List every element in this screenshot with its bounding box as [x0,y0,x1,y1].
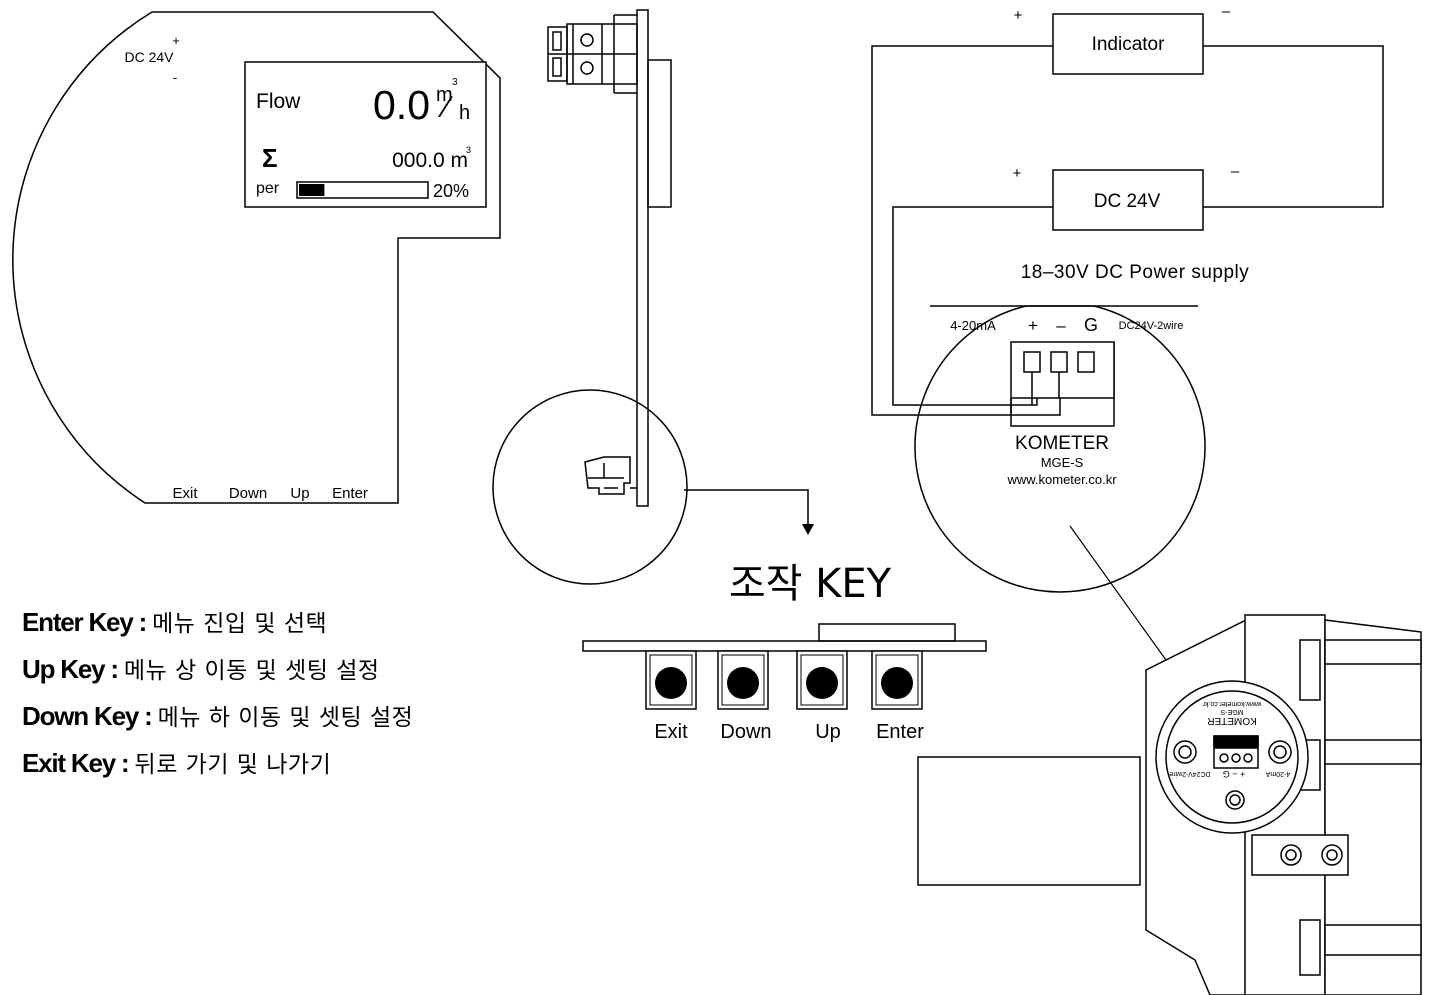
board-label-down: Down [229,485,267,502]
pointer-arrow-head [802,524,814,535]
device-plate-terminals: + − G [1223,769,1246,779]
supply-note: 18–30V DC Power supply [1021,262,1250,283]
board-label-exit: Exit [172,485,198,502]
key-name: Exit Key [22,748,116,778]
flow-unit-bottom: h [459,102,470,124]
percent-bar-track [296,181,429,199]
key-description-exit: Exit Key : 뒤로 가기 및 나가기 [22,749,582,796]
lcd-screen [244,61,487,208]
indicator-plus: + [1014,7,1023,24]
total-symbol: Σ [262,143,278,173]
magnifier-circle [492,389,688,585]
keys-lcd-module [818,623,956,642]
key-label-exit: Exit [654,721,688,743]
terminal-plate [914,305,1206,593]
key-name: Enter Key [22,607,134,637]
wire-indicator-supply [1203,45,1384,208]
board-side-view [492,9,809,585]
key-desc: 뒤로 가기 및 나가기 [134,752,332,778]
key-name: Down Key [22,701,139,731]
control-keys-board [582,623,987,652]
display-supply-label: DC 24V [124,49,174,65]
wiring-diagram [871,13,1384,593]
key-sep: : [138,701,158,731]
total-unit-sup: 3 [466,145,471,155]
board-label-enter: Enter [332,485,368,502]
tact-switch-exit[interactable] [645,650,697,710]
transmitter-device [917,614,1422,995]
device-arm [917,756,1141,886]
key-description-enter: Enter Key : 메뉴 진입 및 선택 [22,608,582,655]
flow-value: 0.0 [373,82,430,128]
side-lcd-module [647,59,672,208]
device-plate-signal: 4-20mA [1265,770,1290,777]
key-desc: 메뉴 상 이동 및 셋팅 설정 [123,658,380,684]
indicator-label: Indicator [1092,34,1166,55]
pointer-arrow-line [684,489,809,525]
percent-value: 20% [433,181,469,201]
wiring-labels: Indicator + – DC 24V + – 18–30V DC Power… [1013,3,1250,283]
tact-switch-enter[interactable] [871,650,923,710]
display-supply-minus: - [173,69,178,85]
key-label-up: Up [815,721,841,743]
terminal-plate-labels: 4-20mA + – G DC24V-2wire KOMETER MGE-S w… [950,315,1183,487]
plate-signal: 4-20mA [950,318,996,333]
display-board-outline [12,11,501,504]
key-name: Up Key [22,654,106,684]
key-description-down: Down Key : 메뉴 하 이동 및 셋팅 설정 [22,702,582,749]
display-supply-plus: + [172,33,180,48]
device-plate-brand: KOMETER [1207,715,1256,726]
key-label-down: Down [720,721,771,743]
device-plate-url: www.kometer.co.kr [1202,700,1262,707]
terminal-block [1010,341,1115,399]
tact-switch-labels: Exit Down Up Enter [654,721,924,743]
plate-minus: – [1056,316,1066,335]
supply-label: DC 24V [1094,191,1161,212]
control-keys-title: 조작 KEY [729,561,892,607]
indicator-minus: – [1222,3,1231,20]
plate-plus: + [1028,316,1038,335]
plate-url: www.kometer.co.kr [1006,472,1117,487]
key-label-enter: Enter [876,721,924,743]
key-desc: 메뉴 진입 및 선택 [152,611,328,637]
device-plate-labels: KOMETER MGE-S www.kometer.co.kr 4-20mA +… [1169,700,1290,779]
key-sep: : [115,748,135,778]
flow-unit-sup: 3 [452,77,458,88]
key-sep: : [104,654,124,684]
tact-switch-up[interactable] [796,650,848,710]
plate-ground: G [1084,315,1098,335]
display-board [12,11,501,504]
tact-switch-down[interactable] [717,650,769,710]
keys-pcb [582,640,987,652]
side-pcb [636,9,649,507]
total-value: 000.0 m [392,149,468,172]
indicator-box [1052,13,1204,75]
board-label-up: Up [290,485,309,502]
plate-brand: KOMETER [1015,433,1109,454]
flow-unit-top: m [436,84,453,106]
percent-label: per [256,180,280,197]
key-descriptions: Enter Key : 메뉴 진입 및 선택 Up Key : 메뉴 상 이동 … [22,608,582,796]
key-description-up: Up Key : 메뉴 상 이동 및 셋팅 설정 [22,655,582,702]
percent-bar-fill [299,184,325,196]
key-desc: 메뉴 하 이동 및 셋팅 설정 [157,705,414,731]
supply-plus: + [1013,165,1022,182]
supply-minus: – [1231,163,1240,180]
plate-model: MGE-S [1041,455,1084,470]
flow-label: Flow [256,90,301,113]
plate-mode: DC24V-2wire [1119,320,1184,332]
device-plate-model: MGE-S [1220,708,1243,715]
device-plate-mode: DC24V-2wire [1169,770,1210,777]
key-sep: : [132,607,153,637]
board-button-labels: Exit Down Up Enter [172,485,367,502]
supply-box [1052,169,1204,231]
tact-switches [645,650,923,710]
